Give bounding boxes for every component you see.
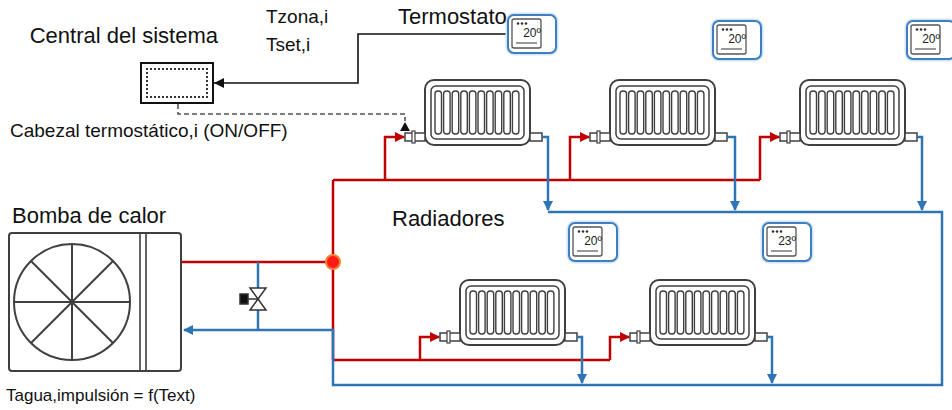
- heat-pump-box: Bomba de calor: [8, 232, 182, 372]
- thermostat-box: 20º: [712, 20, 762, 60]
- return-pipe: [184, 137, 942, 385]
- thermostat-box: 20º: [906, 20, 952, 60]
- setpoint-value: 20º: [908, 32, 952, 46]
- control-unit-box: Central del sistema: [140, 62, 214, 104]
- setpoint-value: 20º: [509, 26, 555, 40]
- unit-title: Central del sistema: [30, 23, 218, 48]
- thermostatic-head: [400, 122, 410, 131]
- thermostat-box: 23º: [762, 222, 812, 262]
- distribution-point: [326, 255, 340, 269]
- signal-line: [214, 34, 507, 83]
- bypass-valve: [240, 288, 266, 310]
- annotation-label: Radiadores: [392, 206, 505, 231]
- annotation-label: Tzona,i: [266, 6, 328, 28]
- supply-pipe: [182, 137, 779, 360]
- annotation-label: Termostato: [398, 4, 507, 29]
- unit-title: Bomba de calor: [12, 203, 166, 228]
- setpoint-value: 20º: [714, 32, 760, 46]
- thermostat-box: 20º: [507, 14, 557, 54]
- control-wire: [178, 104, 405, 121]
- annotation-label: Cabezal termostático,i (ON/OFF): [10, 120, 288, 142]
- thermostat-box: 20º: [568, 222, 618, 262]
- setpoint-value: 20º: [570, 234, 616, 248]
- annotation-label: Tagua,impulsión = f(Text): [6, 386, 195, 406]
- heat-pump-fan: [14, 232, 146, 372]
- setpoint-value: 23º: [764, 234, 810, 248]
- annotation-label: Tset,i: [266, 34, 310, 56]
- dotted-frame: [146, 68, 208, 98]
